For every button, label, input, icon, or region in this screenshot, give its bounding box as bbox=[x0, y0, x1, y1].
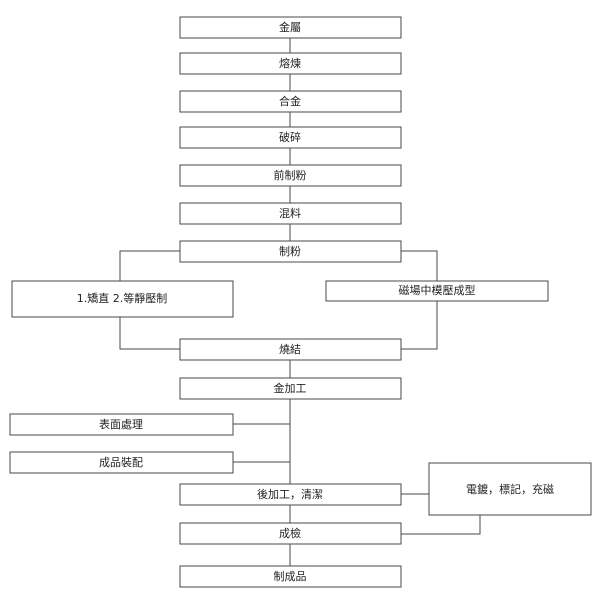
connector-left-branch-sintering bbox=[119, 317, 180, 350]
step-plating-marking: 電鍍，標記，充磁 bbox=[428, 462, 592, 516]
step-metal: 金屬 bbox=[179, 16, 402, 39]
step-straighten-press: 1.矯直 2.等靜壓制 bbox=[11, 280, 234, 318]
step-surface-treatment: 表面處理 bbox=[9, 413, 234, 436]
step-crushing-label: 破碎 bbox=[279, 130, 301, 144]
step-surface-treatment-label: 表面處理 bbox=[99, 417, 143, 431]
step-smelting-label: 熔煉 bbox=[279, 56, 301, 70]
connectors bbox=[119, 38, 481, 566]
step-metal-label: 金屬 bbox=[279, 20, 301, 34]
step-assembly: 成品裝配 bbox=[9, 451, 234, 474]
step-magnetic-molding: 磁場中模壓成型 bbox=[325, 280, 549, 302]
step-pre-powder-label: 前制粉 bbox=[274, 168, 307, 182]
connector-plating-inspection bbox=[401, 515, 481, 535]
step-assembly-label: 成品裝配 bbox=[99, 456, 143, 469]
step-finished-product-label: 制成品 bbox=[274, 570, 307, 583]
connector-powdering-left-branch bbox=[119, 250, 180, 281]
step-finished-product: 制成品 bbox=[179, 565, 402, 588]
step-post-machining-label: 後加工，清潔 bbox=[257, 487, 323, 501]
step-powdering: 制粉 bbox=[179, 240, 402, 263]
step-alloy: 合金 bbox=[179, 90, 402, 113]
step-pre-powder: 前制粉 bbox=[179, 164, 402, 187]
step-machining: 金加工 bbox=[179, 377, 402, 400]
step-powdering-label: 制粉 bbox=[279, 245, 301, 258]
connector-right-branch-sintering bbox=[401, 301, 438, 350]
step-sintering-label: 燒結 bbox=[279, 342, 301, 356]
step-magnetic-molding-label: 磁場中模壓成型 bbox=[399, 283, 476, 297]
step-sintering: 燒結 bbox=[179, 338, 402, 361]
step-mixing: 混料 bbox=[179, 202, 402, 225]
step-straighten-press-label: 1.矯直 2.等靜壓制 bbox=[77, 291, 168, 305]
step-plating-marking-label: 電鍍，標記，充磁 bbox=[466, 482, 554, 496]
step-smelting: 熔煉 bbox=[179, 52, 402, 75]
step-inspection: 成檢 bbox=[179, 522, 402, 545]
step-mixing-label: 混料 bbox=[279, 206, 301, 220]
step-inspection-label: 成檢 bbox=[279, 526, 301, 540]
step-machining-label: 金加工 bbox=[274, 381, 307, 395]
step-crushing: 破碎 bbox=[179, 126, 402, 149]
connector-powdering-right-branch bbox=[401, 250, 438, 281]
step-post-machining: 後加工，清潔 bbox=[179, 483, 402, 506]
step-alloy-label: 合金 bbox=[279, 94, 301, 108]
